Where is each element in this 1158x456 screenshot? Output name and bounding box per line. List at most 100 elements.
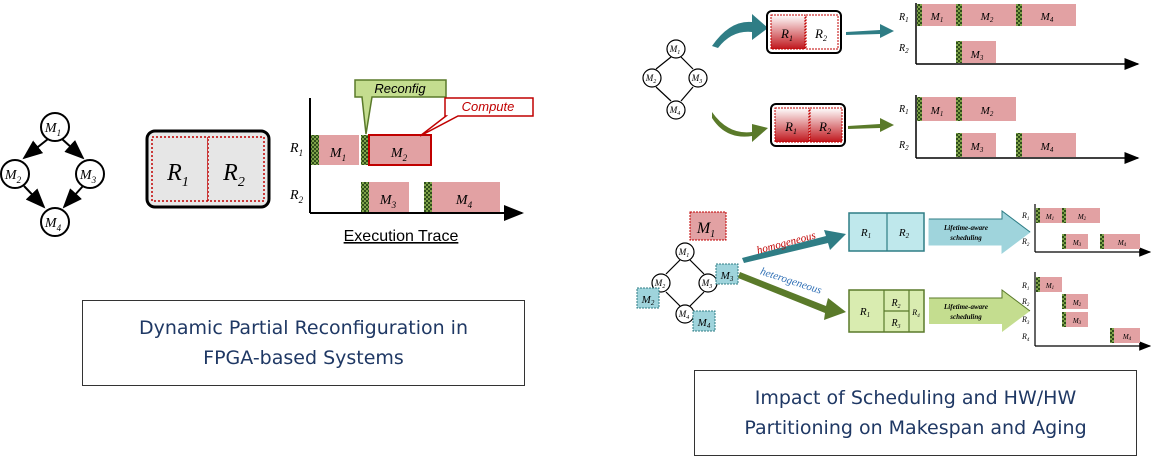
- svg-text:M2: M2: [1072, 299, 1082, 308]
- reconfig-callout: [354, 79, 447, 135]
- svg-text:M1: M1: [1045, 213, 1054, 222]
- svg-text:R1: R1: [860, 227, 871, 240]
- right-top-fpga-2: R1 R2: [770, 103, 846, 147]
- left-caption-line1: Dynamic Partial Reconfiguration in: [138, 317, 468, 339]
- right-top-trace-2: R1 R2 M1 M2 M3 M4: [898, 95, 1140, 164]
- svg-text:R4: R4: [911, 308, 920, 319]
- svg-text:R1: R1: [1021, 211, 1029, 222]
- heterogeneous-arrow: [738, 272, 846, 320]
- right-caption-line2: Partitioning on Makespan and Aging: [744, 417, 1087, 439]
- m3-cyan-box: [715, 263, 739, 285]
- olive-small-arrow: [848, 118, 894, 132]
- node-m1-label: M1: [44, 121, 61, 138]
- svg-text:M2: M2: [980, 11, 994, 24]
- svg-text:R2: R2: [898, 43, 909, 55]
- svg-text:M3: M3: [720, 270, 734, 283]
- homogeneous-trace: R1 R2 M1 M2 M3 M4: [1021, 204, 1152, 257]
- right-caption-box: Impact of Scheduling and HW/HW Partition…: [694, 370, 1137, 456]
- svg-text:M4: M4: [697, 317, 711, 330]
- svg-text:R1: R1: [859, 306, 870, 319]
- trace-m4: M4: [455, 193, 473, 210]
- svg-text:R2: R2: [1021, 237, 1030, 248]
- svg-text:R1: R1: [898, 12, 909, 24]
- svg-text:R1: R1: [1021, 281, 1029, 292]
- svg-text:R1: R1: [780, 26, 793, 43]
- svg-text:R2: R2: [898, 140, 909, 152]
- teal-small-arrow: [846, 24, 894, 38]
- left-task-graph: [0, 112, 105, 237]
- region-r1-label: R1: [166, 160, 189, 190]
- svg-text:R4: R4: [1021, 332, 1030, 343]
- svg-text:M2: M2: [1077, 213, 1087, 222]
- trace-m1: M1: [329, 146, 346, 163]
- svg-text:M4: M4: [1117, 239, 1127, 248]
- left-caption-box: Dynamic Partial Reconfiguration in FPGA-…: [82, 300, 525, 386]
- svg-text:M2: M2: [645, 73, 657, 85]
- svg-text:scheduling: scheduling: [949, 313, 982, 321]
- svg-text:M3: M3: [691, 73, 703, 85]
- svg-text:M1: M1: [678, 247, 690, 259]
- m4-cyan-box: [692, 310, 716, 332]
- svg-text:R2: R2: [814, 26, 827, 43]
- svg-text:M3: M3: [970, 141, 984, 154]
- right-top-trace-1: R1 R2 M1 M2 M4 M3: [898, 3, 1140, 70]
- svg-text:R2: R2: [818, 119, 831, 136]
- svg-text:scheduling: scheduling: [949, 234, 982, 242]
- heterogeneous-trace: R1 R2 R3 R4 M1 M2 M3 M4: [1021, 272, 1152, 351]
- svg-text:M1: M1: [696, 220, 715, 240]
- left-fpga-regions: R1 R2: [145, 129, 271, 209]
- svg-text:M2: M2: [980, 105, 994, 118]
- homogeneous-arrow: [742, 230, 846, 263]
- svg-text:M4: M4: [1040, 11, 1054, 24]
- svg-text:M1: M1: [669, 44, 681, 56]
- svg-text:R3: R3: [890, 318, 900, 330]
- heterogeneous-fpga: R1 R2 R3 R4: [848, 289, 925, 333]
- svg-text:M4: M4: [1122, 333, 1132, 342]
- execution-trace-title: Execution Trace: [344, 228, 459, 245]
- svg-text:R1: R1: [784, 119, 797, 136]
- teal-curved-arrow: [712, 14, 768, 48]
- m1-task-box: [689, 211, 727, 241]
- olive-curved-arrow: [712, 112, 768, 142]
- svg-text:M2: M2: [654, 278, 666, 290]
- right-top-fpga-1: R1 R2: [766, 10, 842, 54]
- svg-text:M3: M3: [1072, 317, 1082, 326]
- node-m3-label: M3: [79, 168, 97, 185]
- lifetime-arrow-cyan: Lifetime-aware scheduling: [928, 210, 1031, 254]
- svg-text:M1: M1: [1045, 282, 1054, 291]
- heterogeneous-label: heterogeneous: [759, 266, 823, 297]
- svg-text:M2: M2: [641, 294, 655, 307]
- node-m4-label: M4: [44, 216, 62, 233]
- svg-text:R2: R2: [890, 298, 900, 310]
- left-caption-line2: FPGA-based Systems: [203, 347, 404, 369]
- left-execution-trace: R1 R2 M1 M2 M3 M4 Reconfig Compute Execu…: [289, 79, 534, 245]
- svg-text:R2: R2: [1021, 297, 1030, 308]
- svg-text:Lifetime-aware: Lifetime-aware: [943, 224, 988, 232]
- svg-text:Lifetime-aware: Lifetime-aware: [943, 303, 988, 311]
- right-caption-line1: Impact of Scheduling and HW/HW: [754, 387, 1077, 409]
- node-m2-label: M2: [4, 168, 22, 185]
- m2-cyan-box: [636, 287, 660, 309]
- svg-text:M3: M3: [1072, 239, 1082, 248]
- svg-text:M4: M4: [669, 105, 681, 117]
- trace-m2: M2: [390, 146, 408, 163]
- svg-text:R1: R1: [898, 104, 909, 116]
- row-r2-label: R2: [289, 188, 304, 205]
- right-top-graph: [642, 39, 708, 120]
- trace-m3: M3: [379, 193, 397, 210]
- svg-text:M3: M3: [970, 49, 984, 62]
- row-r1-label: R1: [289, 141, 303, 158]
- compute-callout-text: Compute: [462, 99, 515, 114]
- compute-callout: [419, 97, 534, 137]
- svg-text:M4: M4: [678, 309, 690, 321]
- lifetime-arrow-green: Lifetime-aware scheduling: [929, 289, 1031, 332]
- svg-text:M1: M1: [930, 105, 944, 118]
- svg-text:M4: M4: [1040, 141, 1054, 154]
- svg-text:R3: R3: [1021, 315, 1030, 326]
- svg-text:R2: R2: [898, 227, 910, 240]
- reconfig-callout-text: Reconfig: [374, 81, 426, 96]
- svg-text:M3: M3: [701, 278, 713, 290]
- region-r2-label: R2: [222, 160, 245, 190]
- homogeneous-fpga: R1 R2: [848, 212, 925, 252]
